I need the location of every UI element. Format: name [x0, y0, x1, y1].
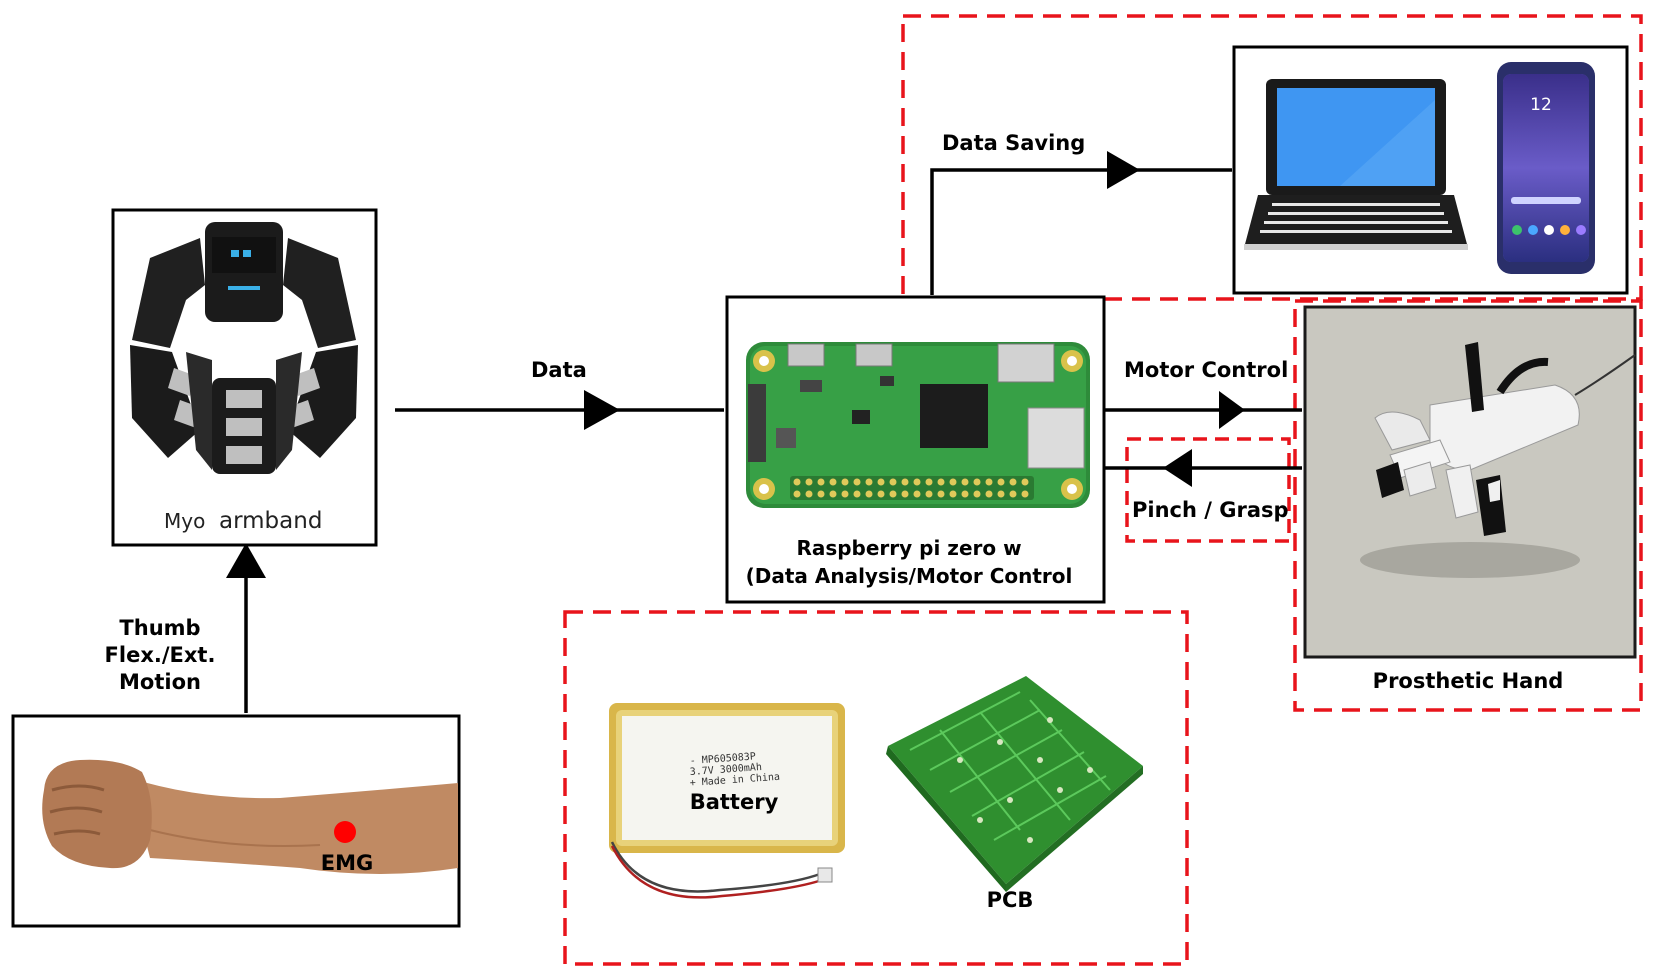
gpio-pins: [793, 478, 1029, 498]
data-arrowhead: [584, 390, 620, 430]
power-pcb-dashed-group: [563, 610, 1189, 966]
thumb-motion-arrowhead: [226, 543, 266, 578]
battery-icon: - MP605083P 3.7V 3000mAh + Made in China: [609, 703, 845, 899]
thumb-label-line1: Thumb: [119, 616, 200, 640]
pinch-grasp-arrowhead: [1163, 449, 1192, 487]
data-label: Data: [531, 358, 587, 382]
pinch-grasp-dashed-group: [1125, 437, 1291, 543]
emg-sensor-dot: [334, 821, 356, 843]
rpi-title-line2: (Data Analysis/Motor Control: [746, 564, 1073, 588]
data-saving-label: Data Saving: [942, 131, 1085, 155]
arrowheads: [226, 151, 1245, 578]
thumb-label-line2: Flex./Ext.: [105, 643, 216, 667]
phone-time: 12: [1530, 95, 1552, 115]
myo-label: Myo: [164, 509, 205, 533]
raspberry-pi-icon: [746, 342, 1090, 508]
pcb-icon: [886, 676, 1143, 892]
data-saving-arrowhead: [1107, 151, 1140, 189]
forearm-icon: [42, 759, 458, 874]
smartphone-icon: 12: [1497, 62, 1595, 274]
thumb-label-line3: Motion: [119, 670, 201, 694]
output-devices-dashed-group: [901, 14, 1643, 301]
battery-print-line2: 3.7V 3000mAh: [689, 762, 762, 778]
emg-label: EMG: [321, 851, 373, 875]
armband-label: armband: [219, 508, 322, 534]
motor-control-label: Motor Control: [1124, 358, 1288, 382]
myo-armband-icon: [130, 222, 358, 474]
prosthetic-hand-dashed-group: [1293, 299, 1643, 712]
laptop-icon: [1244, 79, 1468, 250]
data-saving-line: [930, 168, 1232, 295]
battery-print-line1: - MP605083P: [689, 751, 756, 767]
prosthetic-hand-icon: [1360, 342, 1636, 578]
pinch-grasp-label: Pinch / Grasp: [1132, 498, 1289, 522]
prosthetic-hand-label: Prosthetic Hand: [1373, 669, 1564, 693]
rpi-title-line1: Raspberry pi zero w: [796, 536, 1021, 560]
pcb-label: PCB: [987, 888, 1034, 912]
battery-label: Battery: [690, 790, 779, 814]
motor-control-arrowhead: [1219, 391, 1245, 429]
